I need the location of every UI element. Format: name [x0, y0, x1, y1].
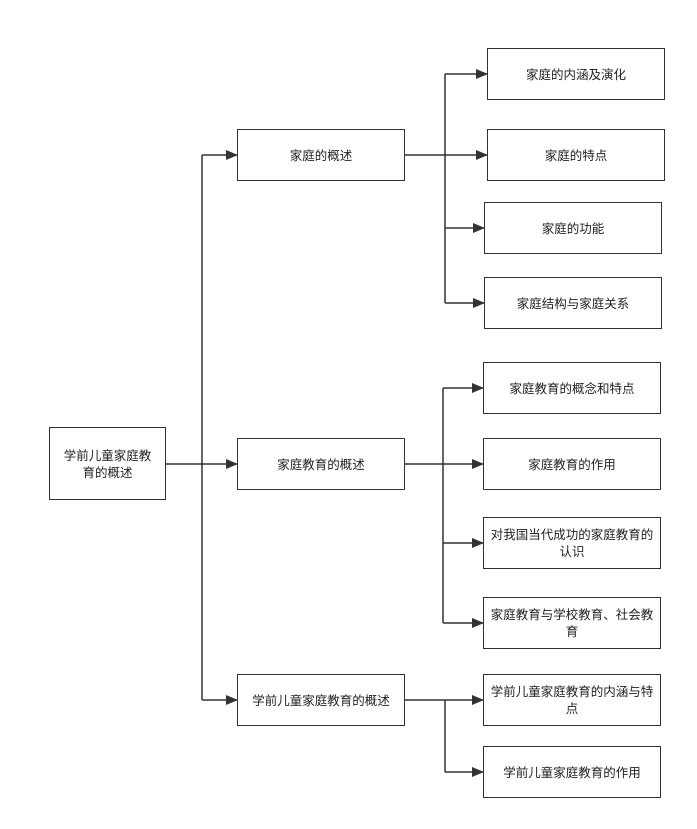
leaf-node[interactable]: 家庭教育的作用: [483, 438, 661, 490]
leaf-node[interactable]: 家庭教育的概念和特点: [483, 362, 661, 414]
root-node-label: 学前儿童家庭教育的概述: [63, 447, 152, 480]
branch-node-family-overview[interactable]: 家庭的概述: [237, 129, 405, 181]
branch-node-label: 学前儿童家庭教育的概述: [252, 692, 390, 708]
leaf-node-label: 学前儿童家庭教育的作用: [503, 764, 641, 780]
leaf-node-label: 家庭的特点: [544, 147, 608, 163]
leaf-node[interactable]: 学前儿童家庭教育的内涵与特点: [483, 674, 661, 726]
root-node[interactable]: 学前儿童家庭教育的概述: [49, 427, 166, 500]
leaf-node[interactable]: 家庭结构与家庭关系: [484, 277, 662, 329]
branch-node-label: 家庭的概述: [289, 147, 353, 163]
branch-node-preschool-family-education-overview[interactable]: 学前儿童家庭教育的概述: [237, 674, 405, 726]
leaf-node-label: 家庭教育的概念和特点: [509, 380, 635, 396]
branch-node-family-education-overview[interactable]: 家庭教育的概述: [237, 438, 405, 490]
leaf-node[interactable]: 家庭的内涵及演化: [487, 48, 665, 100]
leaf-node[interactable]: 家庭的特点: [487, 129, 665, 181]
leaf-node[interactable]: 学前儿童家庭教育的作用: [483, 746, 661, 798]
leaf-node[interactable]: 对我国当代成功的家庭教育的认识: [483, 517, 661, 569]
leaf-node-label: 家庭教育与学校教育、社会教育: [490, 607, 654, 639]
leaf-node-label: 家庭的功能: [541, 220, 605, 236]
leaf-node[interactable]: 家庭教育与学校教育、社会教育: [483, 597, 661, 649]
leaf-node-label: 家庭教育的作用: [528, 456, 616, 472]
branch-node-label: 家庭教育的概述: [277, 456, 365, 472]
leaf-node[interactable]: 家庭的功能: [484, 202, 662, 254]
leaf-node-label: 对我国当代成功的家庭教育的认识: [490, 527, 654, 559]
leaf-node-label: 学前儿童家庭教育的内涵与特点: [490, 684, 654, 716]
leaf-node-label: 家庭结构与家庭关系: [516, 295, 630, 311]
leaf-node-label: 家庭的内涵及演化: [525, 66, 626, 82]
